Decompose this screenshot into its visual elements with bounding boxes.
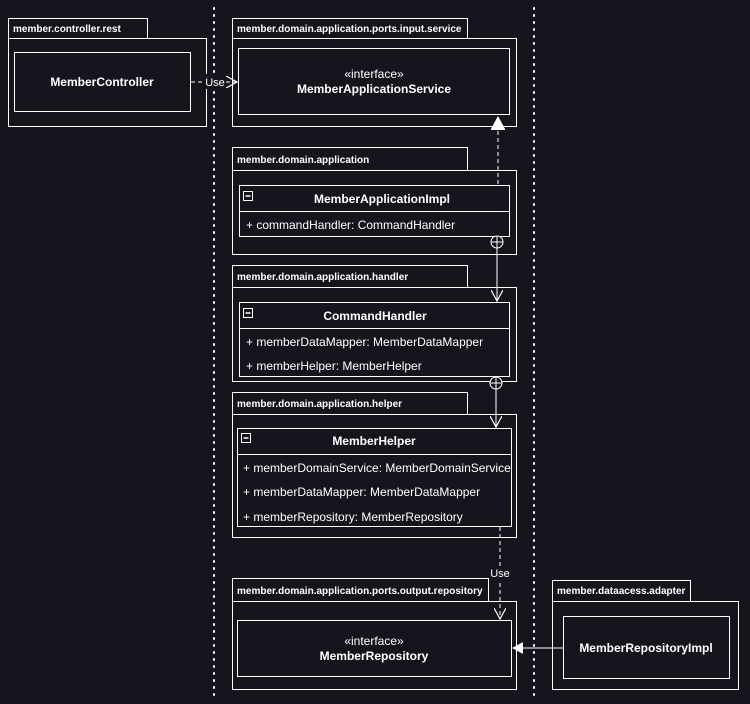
edge-label-background: [489, 566, 513, 580]
attribute-member-repository: + memberRepository: MemberRepository: [243, 510, 463, 524]
package-output-repository: [232, 578, 517, 690]
attribute-member-data-mapper: + memberDataMapper: MemberDataMapper: [246, 335, 483, 349]
interface-member-repository[interactable]: [237, 620, 512, 677]
class-name-member-application-impl: MemberApplicationImpl: [314, 192, 450, 206]
package-application: [232, 147, 517, 255]
package-label-input-service: member.domain.application.ports.input.se…: [237, 24, 462, 35]
class-name-command-handler: CommandHandler: [323, 309, 427, 323]
class-member-controller[interactable]: [14, 52, 191, 112]
package-input-service: [232, 18, 517, 127]
class-name-member-controller: MemberController: [50, 75, 154, 89]
package-dataaccess-adapter: [552, 580, 739, 690]
class-name-member-repository: MemberRepository: [320, 649, 429, 663]
package-handler: [232, 265, 517, 382]
class-member-application-impl[interactable]: [239, 185, 510, 237]
package-label-controller-rest: member.controller.rest: [13, 24, 121, 35]
attribute-command-handler: + commandHandler: CommandHandler: [246, 218, 455, 232]
stereotype-member-repository: «interface»: [344, 634, 404, 648]
class-name-member-repository-impl: MemberRepositoryImpl: [579, 641, 712, 655]
package-helper: [232, 392, 517, 538]
collapse-icon[interactable]: [243, 308, 253, 318]
edge-label-controller-use: Use: [205, 77, 225, 89]
edge-label-background: [204, 74, 226, 89]
edge-label-helper-use: Use: [490, 568, 510, 580]
class-member-helper[interactable]: [237, 428, 512, 527]
collapse-icon[interactable]: [241, 433, 251, 443]
class-member-repository-impl[interactable]: [563, 616, 730, 679]
package-label-output-repository: member.domain.application.ports.output.r…: [237, 586, 483, 597]
class-command-handler[interactable]: [239, 302, 510, 377]
interface-member-application-service[interactable]: [238, 48, 510, 115]
class-name-member-helper: MemberHelper: [332, 434, 416, 448]
attribute-member-data-mapper: + memberDataMapper: MemberDataMapper: [243, 485, 480, 499]
stereotype-member-application-service: «interface»: [344, 67, 404, 81]
circle-plus-icon: [489, 376, 503, 390]
package-label-handler: member.domain.application.handler: [237, 272, 408, 283]
package-label-application: member.domain.application: [237, 155, 369, 166]
collapse-icon[interactable]: [243, 191, 253, 201]
package-label-helper: member.domain.application.helper: [237, 399, 402, 410]
class-name-member-application-service: MemberApplicationService: [297, 82, 451, 96]
package-label-dataaccess-adapter: member.dataacess.adapter: [557, 586, 686, 597]
attribute-member-helper: + memberHelper: MemberHelper: [246, 359, 422, 373]
attribute-member-domain-service: + memberDomainService: MemberDomainServi…: [243, 461, 511, 475]
circle-plus-icon: [490, 235, 504, 249]
package-controller-rest: [8, 18, 207, 127]
